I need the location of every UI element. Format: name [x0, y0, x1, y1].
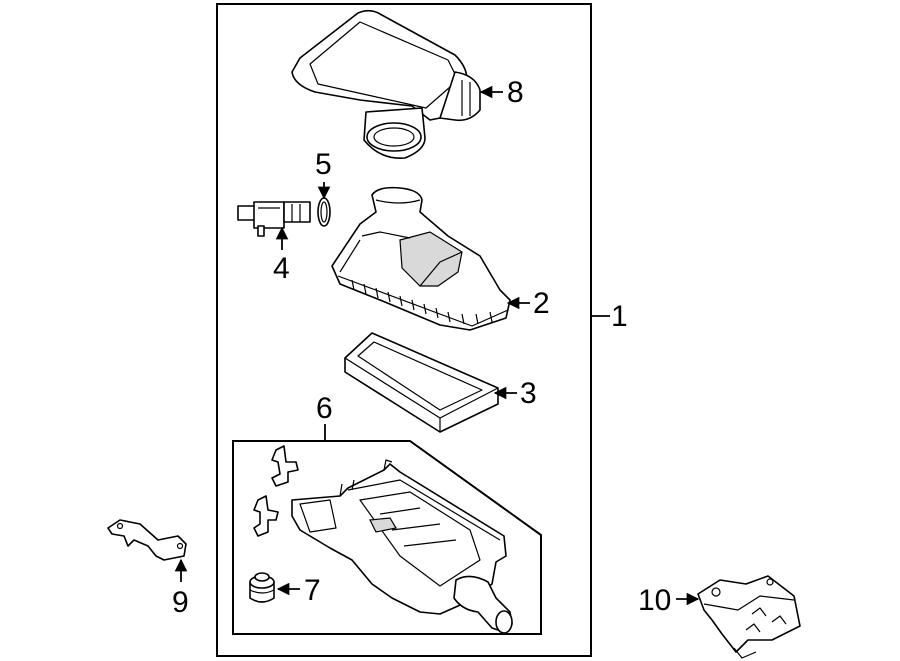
leader-lines: [174, 85, 700, 606]
callout-6: 6: [316, 392, 333, 425]
housing-subframe: [232, 440, 542, 635]
grommet: [249, 572, 275, 603]
callout-2: 2: [533, 287, 550, 320]
callout-4: 4: [273, 252, 290, 285]
callout-7: 7: [304, 574, 321, 607]
lower-housing: [291, 459, 513, 634]
callout-8: 8: [507, 76, 524, 109]
retaining-clips: [253, 445, 299, 537]
callout-10: 10: [638, 584, 671, 617]
o-ring-inner: [320, 201, 328, 223]
maf-sensor: [237, 201, 311, 237]
callout-9: 9: [172, 586, 189, 619]
bracket-right: [697, 575, 801, 659]
callout-5: 5: [315, 148, 332, 181]
air-filter: [344, 332, 499, 433]
air-cleaner-cover: [331, 186, 511, 331]
callout-3: 3: [520, 377, 537, 410]
bracket-left: [107, 519, 187, 561]
assembly-frame: [216, 3, 592, 657]
callout-1: 1: [611, 300, 628, 333]
intake-duct: [291, 9, 481, 159]
